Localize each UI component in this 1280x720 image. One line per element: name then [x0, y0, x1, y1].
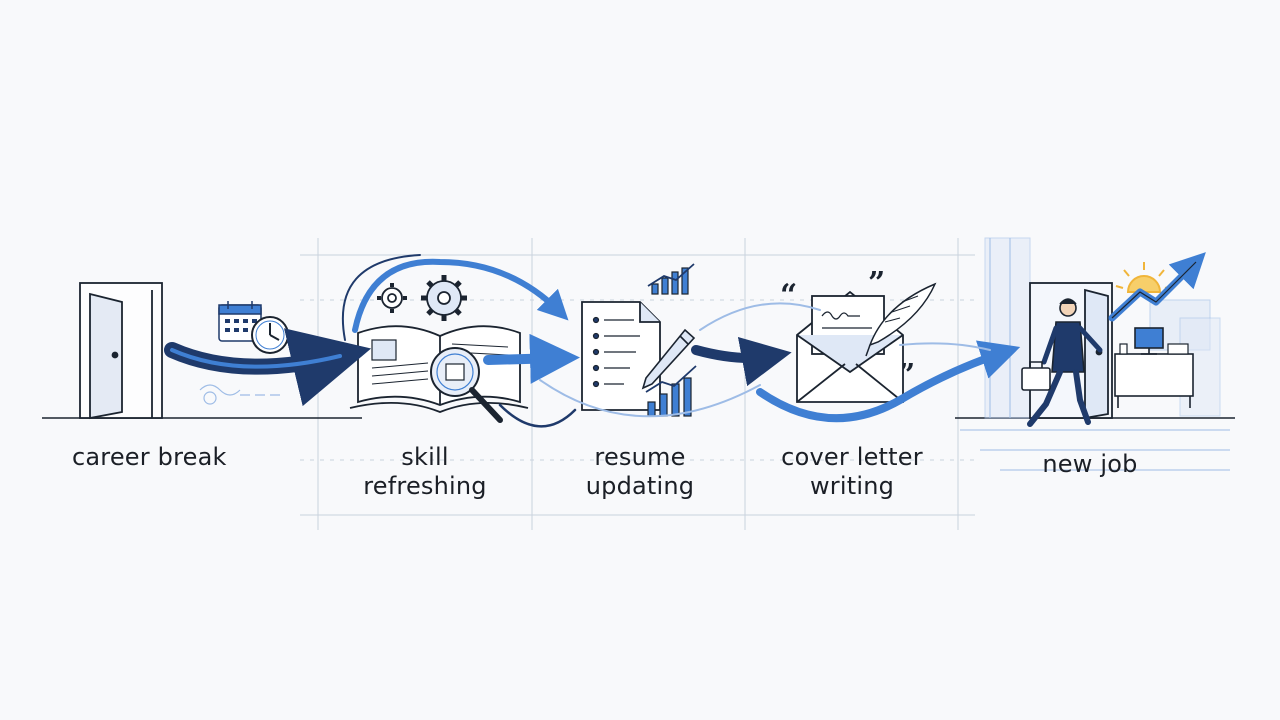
quill-icon [865, 282, 937, 357]
arrow-skill-to-resume [483, 333, 580, 384]
faded-notes [199, 384, 280, 405]
pen-icon [641, 328, 696, 390]
arrow-skill-arc [352, 258, 569, 333]
trend-arrow-icon [1108, 252, 1206, 322]
stage-label-cover-letter-writing: cover letter writing [781, 443, 923, 500]
stage-label-career-break: career break [72, 443, 227, 471]
briefcase-icon [1021, 361, 1051, 391]
stage-label-new-job: new job [1042, 450, 1138, 478]
clock-icon [251, 316, 289, 354]
envelope-icon [796, 290, 904, 403]
svg-text:“: “ [780, 278, 797, 313]
stage-label-skill-refreshing: skill refreshing [363, 443, 487, 500]
computer-monitor-icon [1134, 327, 1164, 355]
stage-label-resume-updating: resume updating [585, 443, 695, 500]
bar-chart-icon [645, 365, 697, 417]
arrow-resume-to-letter [691, 336, 792, 387]
open-door-icon [79, 282, 163, 420]
walking-businessman-icon [1027, 298, 1103, 427]
bar-chart-icon [647, 263, 695, 295]
arrow-letter-to-job [756, 340, 1021, 423]
magnifier-icon [430, 347, 503, 423]
calendar-icon [218, 301, 262, 342]
gear-icon [377, 283, 407, 313]
sun-icon [1115, 262, 1173, 293]
gear-icon [421, 275, 467, 321]
desk-icon [1114, 343, 1194, 408]
flow-arrows [164, 254, 1021, 428]
svg-text:”: ” [868, 266, 885, 301]
document-icon [581, 301, 661, 411]
